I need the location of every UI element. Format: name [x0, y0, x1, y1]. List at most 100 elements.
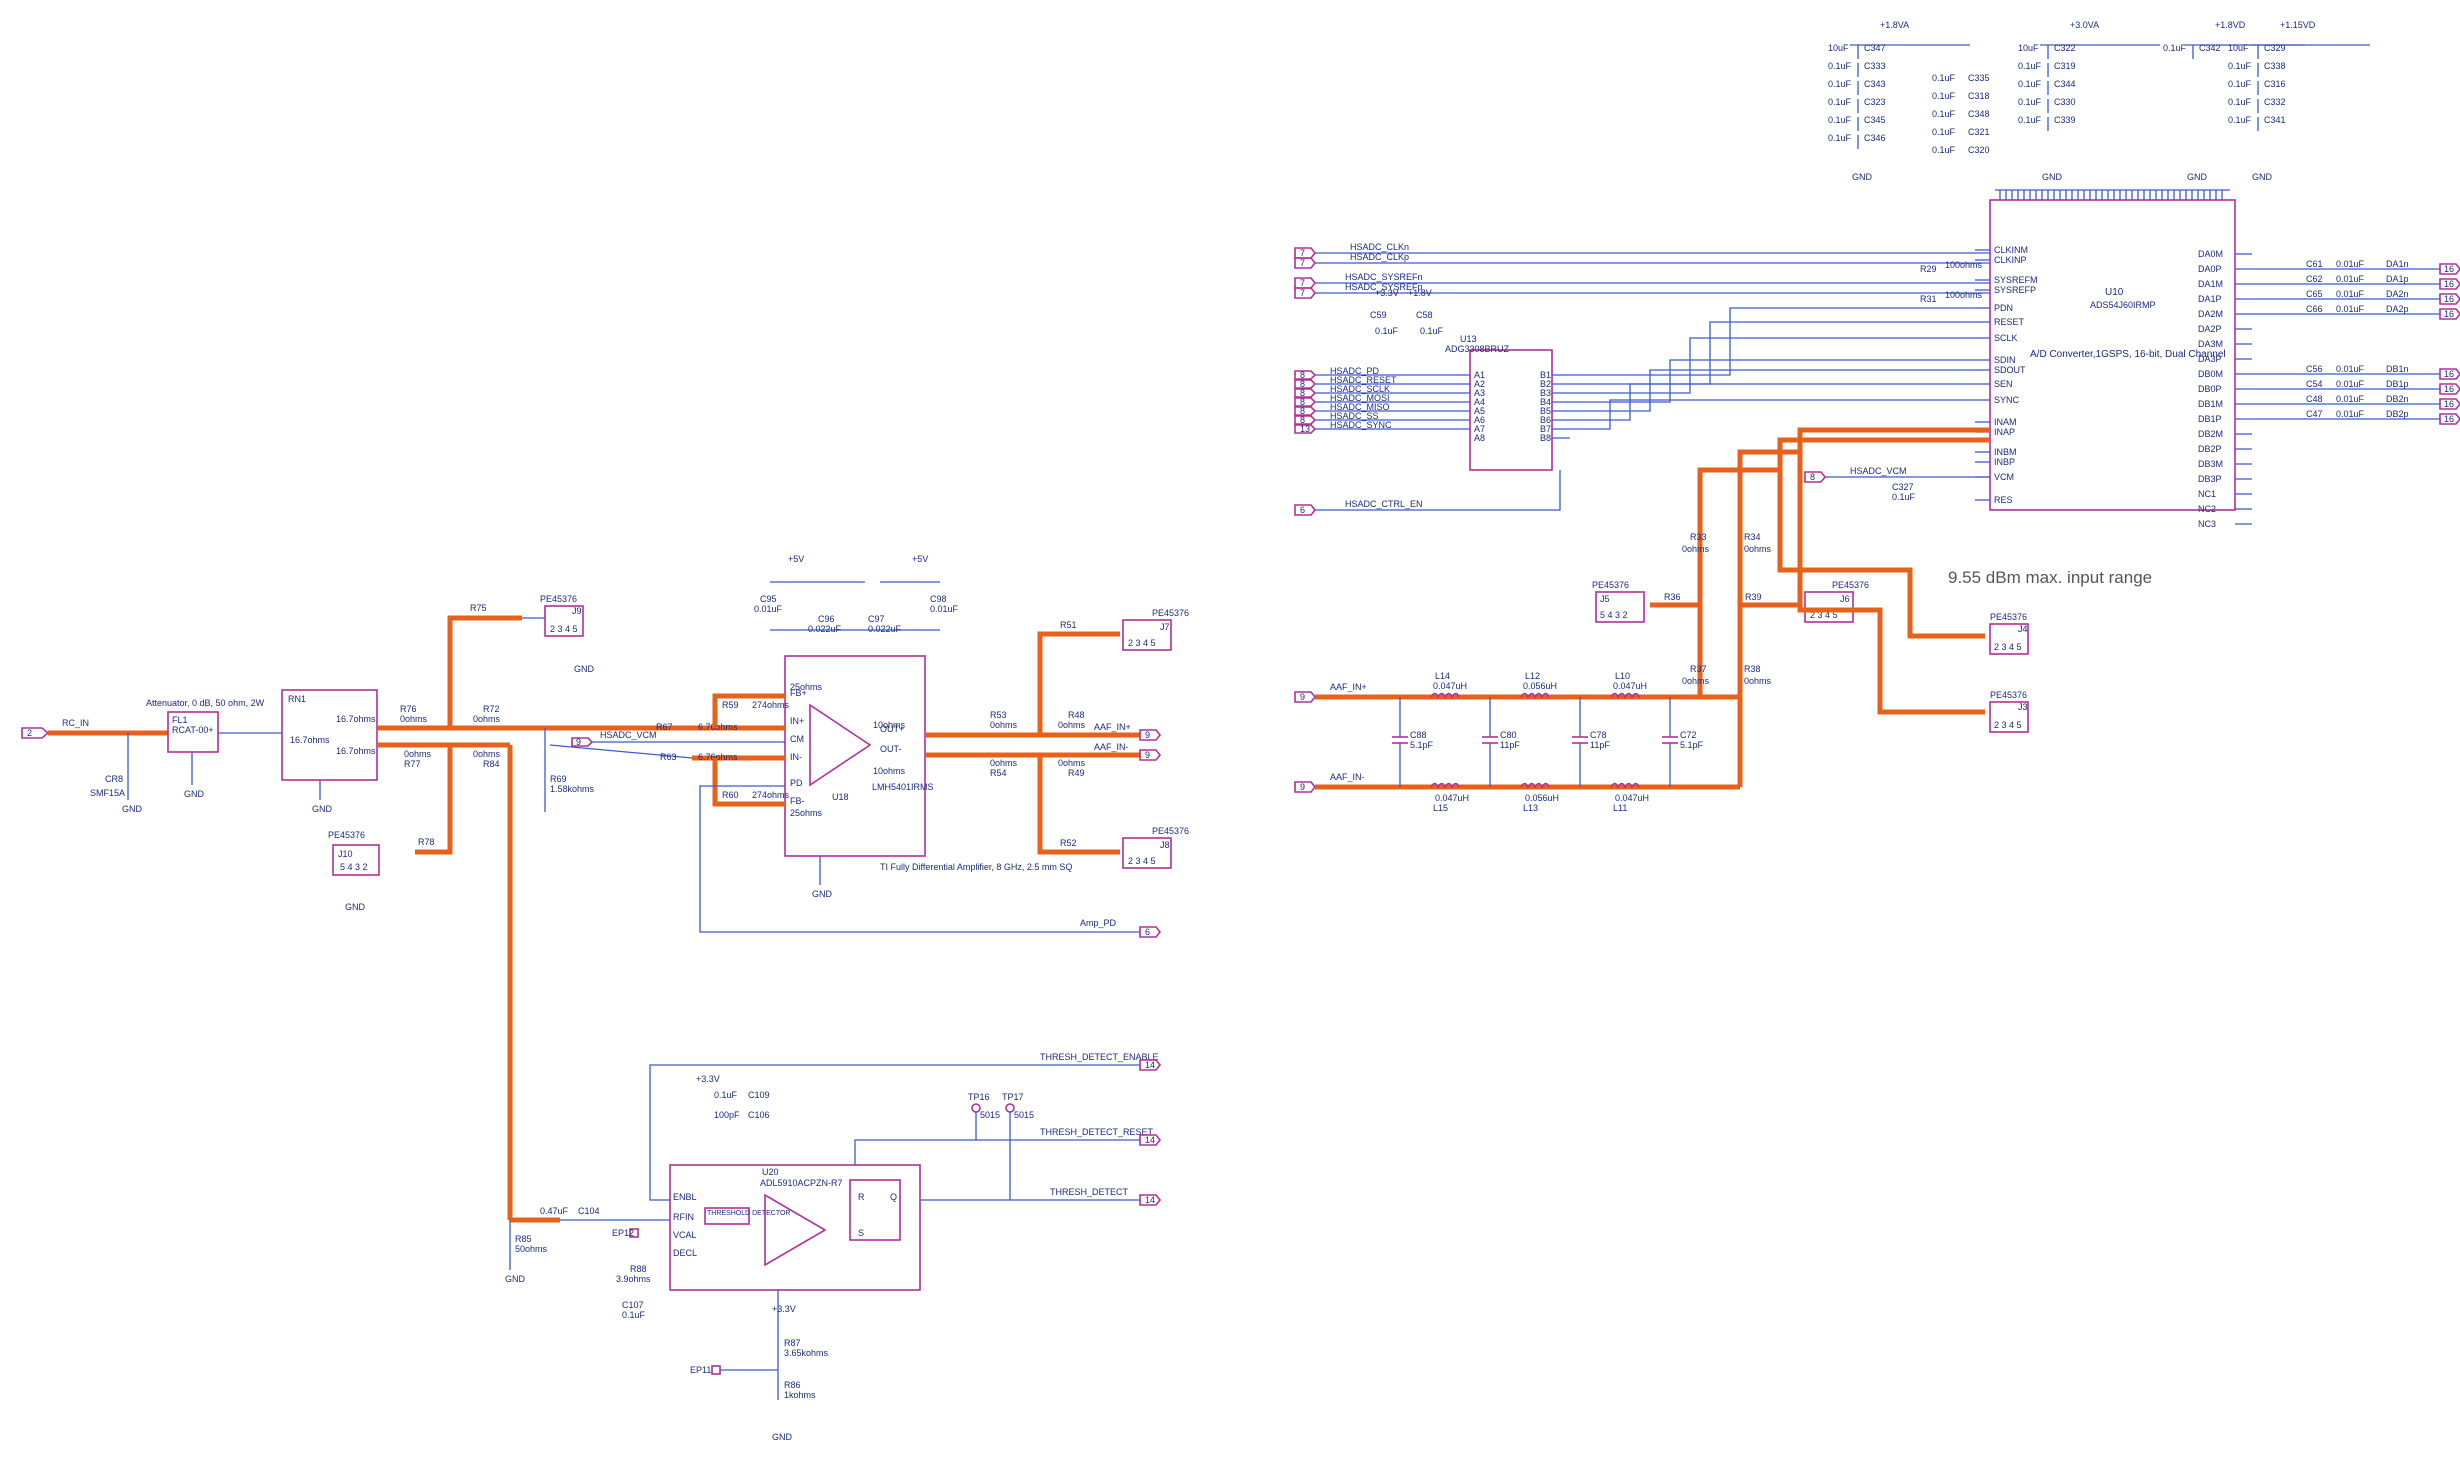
adc-right-pin-label: DB2P — [2198, 444, 2222, 454]
input-range-annotation: 9.55 dBm max. input range — [1948, 568, 2153, 587]
cap-ref: C342 — [2199, 43, 2221, 53]
u10-value: ADS54J60IRMP — [2090, 300, 2156, 310]
u13-ref: U13 — [1460, 334, 1477, 344]
cap-value: 0.1uF — [1828, 97, 1852, 107]
svg-text:HSADC_SYSREFn: HSADC_SYSREFn — [1345, 272, 1423, 282]
svg-text:R59: R59 — [722, 700, 739, 710]
svg-text:10ohms: 10ohms — [873, 720, 906, 730]
adc-left-pin-label: RES — [1994, 495, 2013, 505]
svg-text:HSADC_CTRL_EN: HSADC_CTRL_EN — [1345, 499, 1423, 509]
svg-text:ENBL: ENBL — [673, 1192, 697, 1202]
u13-right-pin: B8 — [1540, 433, 1551, 443]
cap-value: 0.01uF — [2336, 394, 2365, 404]
svg-text:16.7ohms: 16.7ohms — [290, 735, 330, 745]
adc-right-pin-label: DA0P — [2198, 264, 2222, 274]
u13-to-adc — [1570, 307, 1975, 376]
input-section: 2 RC_IN CR8 SMF15A GND Attenuator, 0 dB,… — [21, 594, 693, 1220]
svg-text:0.1uF: 0.1uF — [1892, 492, 1916, 502]
svg-text:R49: R49 — [1068, 768, 1085, 778]
adc-left-pin-label: CLKINP — [1994, 255, 2027, 265]
svg-text:AAF_IN+: AAF_IN+ — [1094, 722, 1131, 732]
adc-left-pin-label: RESET — [1994, 317, 2025, 327]
port-u13 — [1294, 388, 1317, 398]
cap-value: 0.1uF — [2228, 61, 2252, 71]
svg-text:0ohms: 0ohms — [1682, 676, 1710, 686]
u18-value: LMH5401IRMS — [872, 782, 934, 792]
port-16 — [2439, 278, 2460, 290]
cap-value: 0.01uF — [2336, 289, 2365, 299]
svg-text:14: 14 — [1145, 1135, 1155, 1145]
cap-ref: C338 — [2264, 61, 2286, 71]
adc-top-pins — [1995, 189, 2230, 200]
svg-text:HSADC_VCM: HSADC_VCM — [600, 730, 657, 740]
fl1-attenuator — [167, 711, 219, 753]
port-16 — [2439, 263, 2460, 275]
inductor-ref: L12 — [1525, 671, 1540, 681]
svg-text:THRESH_DETECT: THRESH_DETECT — [1050, 1187, 1129, 1197]
svg-text:9: 9 — [576, 737, 581, 747]
cap-ref: C348 — [1968, 109, 1990, 119]
svg-text:6.76ohms: 6.76ohms — [698, 722, 738, 732]
inductor-value: L13 — [1523, 803, 1538, 813]
svg-text:7: 7 — [1300, 258, 1305, 268]
u10-ref: U10 — [2105, 287, 2124, 298]
inductor-symbol — [1430, 782, 1460, 789]
adc-output-net: DB2p — [2386, 409, 2409, 419]
svg-text:0ohms: 0ohms — [1058, 720, 1086, 730]
adc-output-net: DA1n — [2386, 259, 2409, 269]
cap-ref: C330 — [2054, 97, 2076, 107]
cap-ref: C332 — [2264, 97, 2286, 107]
svg-text:R48: R48 — [1068, 710, 1085, 720]
cap-value: 11pF — [1500, 740, 1520, 750]
port-label: 16 — [2444, 264, 2454, 274]
cap-ref: C347 — [1864, 43, 1886, 53]
svg-text:R78: R78 — [418, 837, 435, 847]
port-label: 16 — [2444, 279, 2454, 289]
adc-output-net: DA2n — [2386, 289, 2409, 299]
adc-output-net: DA2p — [2386, 304, 2409, 314]
adc-right-pin-label: DA3P — [2198, 354, 2222, 364]
port-16 — [2439, 398, 2460, 410]
svg-text:100ohms: 100ohms — [1945, 290, 1983, 300]
svg-text:AAF_IN+: AAF_IN+ — [1330, 682, 1367, 692]
cap-ref: C80 — [1500, 730, 1517, 740]
port-label: 2 — [27, 728, 32, 738]
port-u13 — [1294, 379, 1317, 389]
r76-ref: R76 — [400, 704, 417, 714]
adc-left-pin-label: INAM — [1994, 417, 2017, 427]
rail-label: +1.15VD — [2280, 20, 2316, 30]
svg-text:EP12: EP12 — [612, 1228, 634, 1238]
cap-value: 0.1uF — [2018, 115, 2042, 125]
port-label: 8 — [1300, 397, 1305, 407]
svg-text:GND: GND — [345, 902, 366, 912]
cap-ref: C48 — [2306, 394, 2323, 404]
svg-text:J9: J9 — [572, 606, 582, 616]
cap-value: 10uF — [2018, 43, 2039, 53]
cr8-ref: CR8 — [105, 774, 123, 784]
gnd-label: GND — [2187, 172, 2208, 182]
cap-value: 5.1pF — [1680, 740, 1704, 750]
svg-text:0.022uF: 0.022uF — [808, 624, 842, 634]
svg-text:5015: 5015 — [1014, 1110, 1034, 1120]
svg-text:3.9ohms: 3.9ohms — [616, 1274, 651, 1284]
svg-text:HSADC_CLKn: HSADC_CLKn — [1350, 242, 1409, 252]
adc-right-pins: DA0MDA0PDA1MDA1PDA2MDA2PDA3MDA3PDB0MDB0P… — [2198, 249, 2460, 529]
u18-ref: U18 — [832, 792, 849, 802]
cap-value: 0.01uF — [2336, 379, 2365, 389]
cap-ref: C346 — [1864, 133, 1886, 143]
u13-left-pin: A5 — [1474, 406, 1485, 416]
svg-text:HSADC_VCM: HSADC_VCM — [1850, 466, 1907, 476]
svg-text:R: R — [858, 1192, 865, 1202]
svg-text:PE45376: PE45376 — [1152, 826, 1189, 836]
cap-value: 0.1uF — [1932, 73, 1956, 83]
port-label: 8 — [1300, 388, 1305, 398]
adc-right-pin-label: DA3M — [2198, 339, 2223, 349]
svg-text:R77: R77 — [404, 759, 421, 769]
svg-text:C106: C106 — [748, 1110, 770, 1120]
cap-value: 11pF — [1590, 740, 1610, 750]
svg-text:25ohms: 25ohms — [790, 808, 823, 818]
svg-text:C59: C59 — [1370, 310, 1387, 320]
svg-text:GND: GND — [184, 789, 205, 799]
svg-text:0ohms: 0ohms — [404, 749, 432, 759]
